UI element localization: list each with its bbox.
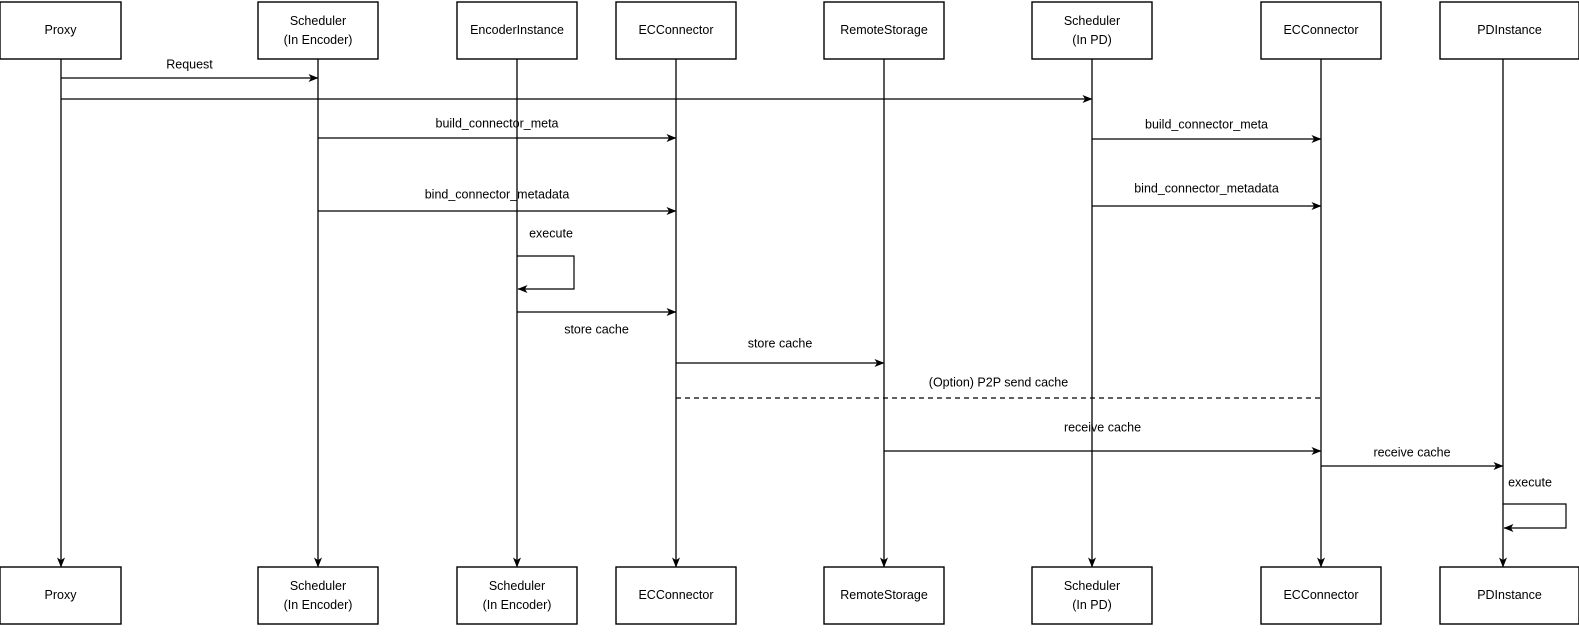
message-msg-request[interactable]: Request [61, 57, 319, 82]
participant-label: Proxy [45, 588, 78, 602]
participant-label: RemoteStorage [840, 23, 928, 37]
participant-label-line2: (In PD) [1072, 33, 1112, 47]
messages-layer: Request build_connector_meta build_connect… [61, 57, 1504, 470]
participant-box-top-scheduler-in-pd[interactable]: Scheduler (In PD) [1031, 1, 1153, 60]
box-outline [0, 1, 122, 60]
box-outline [456, 1, 578, 60]
participant-label-line2: (In Encoder) [284, 33, 353, 47]
message-msg-build-connector-meta-pd[interactable]: build_connector_meta [1092, 117, 1322, 143]
message-msg-store-cache-remote[interactable]: store cache [676, 336, 885, 367]
participant-box-bottom-scheduler-in-pd[interactable]: Scheduler (In PD) [1031, 566, 1153, 625]
message-msg-receive-cache-pd-instance[interactable]: receive cache [1321, 445, 1504, 470]
participant-box-bottom-ec-connector-pd[interactable]: ECConnector [1260, 566, 1382, 625]
participant-label: ECConnector [1283, 23, 1358, 37]
self-message-path [517, 255, 575, 293]
lifelines-layer [57, 59, 1507, 568]
box-outline [1031, 566, 1153, 625]
message-label: receive cache [1064, 420, 1141, 434]
participant-label-line1: Scheduler [290, 14, 346, 28]
participant-box-bottom-remote-storage[interactable]: RemoteStorage [823, 566, 945, 625]
participant-label: EncoderInstance [470, 23, 564, 37]
participant-box-top-scheduler-in-encoder[interactable]: Scheduler (In Encoder) [257, 1, 379, 60]
box-outline [1439, 1, 1579, 60]
participant-box-bottom-ec-connector-encoder[interactable]: ECConnector [615, 566, 737, 625]
participant-box-bottom-proxy[interactable]: Proxy [0, 566, 122, 625]
self-message-label: execute [1508, 475, 1552, 489]
participant-box-bottom-pd-instance[interactable]: PDInstance [1439, 566, 1579, 625]
message-label: Request [166, 57, 213, 71]
box-outline [1260, 566, 1382, 625]
participant-label: ECConnector [638, 23, 713, 37]
participant-label: RemoteStorage [840, 588, 928, 602]
box-outline [615, 566, 737, 625]
participant-box-top-encoder-instance[interactable]: EncoderInstance [456, 1, 578, 60]
box-outline [823, 566, 945, 625]
box-outline [456, 566, 578, 625]
participant-box-bottom-scheduler-in-encoder[interactable]: Scheduler (In Encoder) [257, 566, 379, 625]
participant-box-top-proxy[interactable]: Proxy [0, 1, 122, 60]
message-label: (Option) P2P send cache [929, 375, 1068, 389]
self-message-selfloop-execute-pd[interactable]: execute [1503, 475, 1567, 532]
message-label: build_connector_meta [436, 116, 559, 130]
participant-label-line1: Scheduler [489, 579, 545, 593]
participant-label: PDInstance [1477, 23, 1542, 37]
message-label: bind_connector_metadata [1134, 181, 1279, 195]
participant-box-top-ec-connector-encoder[interactable]: ECConnector [615, 1, 737, 60]
participant-box-top-ec-connector-pd[interactable]: ECConnector [1260, 1, 1382, 60]
message-label: store cache [748, 336, 813, 350]
box-outline [0, 566, 122, 625]
self-message-path [1503, 503, 1567, 532]
box-outline [823, 1, 945, 60]
top-participant-boxes-layer: Proxy Scheduler (In Encoder) EncoderInstanc… [0, 1, 1579, 60]
box-outline [1260, 1, 1382, 60]
message-msg-p2p-send-cache[interactable]: (Option) P2P send cache [676, 375, 1321, 399]
participant-label-line2: (In PD) [1072, 598, 1112, 612]
self-messages-layer: execute execute [517, 226, 1567, 532]
message-label: store cache [564, 322, 629, 336]
message-msg-build-connector-meta-encoder[interactable]: build_connector_meta [318, 116, 677, 142]
box-outline [1439, 566, 1579, 625]
participant-label: ECConnector [1283, 588, 1358, 602]
bottom-participant-boxes-layer: Proxy Scheduler (In Encoder) Scheduler (In E… [0, 566, 1579, 625]
participant-box-top-pd-instance[interactable]: PDInstance [1439, 1, 1579, 60]
box-outline [615, 1, 737, 60]
box-outline [1031, 1, 1153, 60]
participant-label-line1: Scheduler [290, 579, 346, 593]
participant-label-line1: Scheduler [1064, 14, 1120, 28]
message-label: receive cache [1373, 445, 1450, 459]
self-message-selfloop-execute-encoder[interactable]: execute [517, 226, 575, 293]
participant-box-bottom-encoder-instance[interactable]: Scheduler (In Encoder) [456, 566, 578, 625]
participant-label: ECConnector [638, 588, 713, 602]
self-message-label: execute [529, 226, 573, 240]
message-msg-bind-connector-metadata-encoder[interactable]: bind_connector_metadata [318, 187, 677, 215]
participant-label: Proxy [45, 23, 78, 37]
message-msg-bind-connector-metadata-pd[interactable]: bind_connector_metadata [1092, 181, 1322, 210]
participant-label-line1: Scheduler [1064, 579, 1120, 593]
participant-label-line2: (In Encoder) [483, 598, 552, 612]
box-outline [257, 566, 379, 625]
participant-label: PDInstance [1477, 588, 1542, 602]
message-label: bind_connector_metadata [425, 187, 570, 201]
participant-box-top-remote-storage[interactable]: RemoteStorage [823, 1, 945, 60]
message-msg-receive-cache-pd-connector[interactable]: receive cache [884, 420, 1322, 455]
box-outline [257, 1, 379, 60]
message-label: build_connector_meta [1145, 117, 1268, 131]
message-msg-store-cache-encoder[interactable]: store cache [517, 308, 677, 336]
participant-label-line2: (In Encoder) [284, 598, 353, 612]
